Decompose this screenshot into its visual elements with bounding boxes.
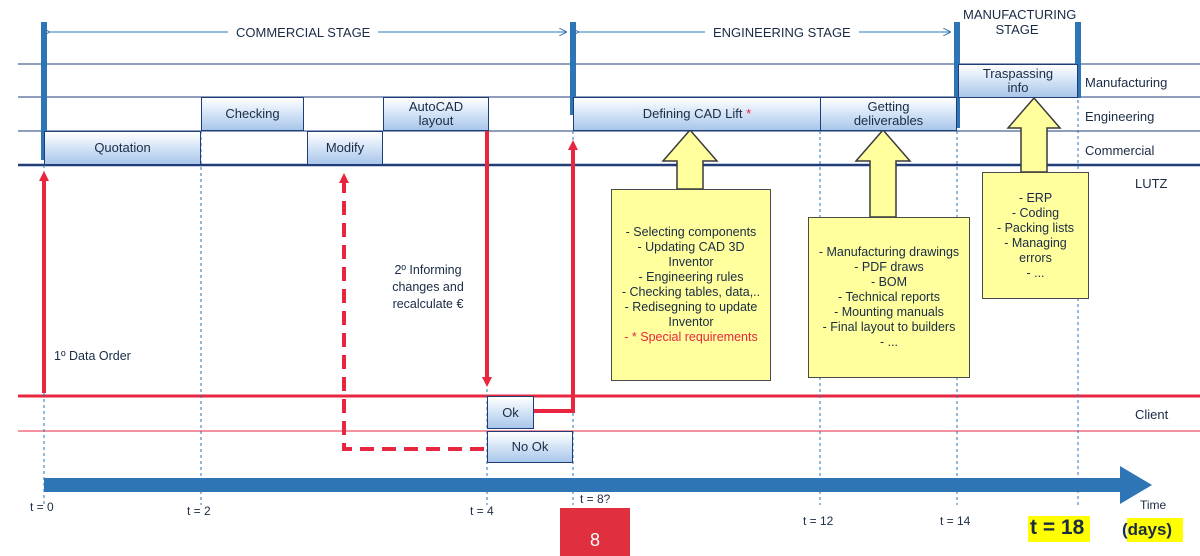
note-engineering-item: - Checking tables, data,.. [621, 285, 761, 299]
task-defining-cad-lift-label: Defining CAD Lift [642, 106, 743, 121]
tick-label-t14: t = 14 [940, 514, 971, 528]
tick-label-t8: t = 8? [580, 492, 611, 506]
data-order-label: 1º Data Order [54, 349, 131, 363]
tick-label-t12: t = 12 [803, 514, 834, 528]
ok-arrow [533, 140, 578, 413]
note-deliverables-item: - BOM [870, 275, 908, 289]
commercial-stage-title: COMMERCIAL STAGE [228, 25, 379, 40]
tick-label-t2: t = 2 [187, 504, 211, 518]
note-manufacturing-item: - Coding [1011, 205, 1060, 220]
time-unit-label: (days) [1122, 520, 1173, 539]
note-engineering-item: - * Special requirements [624, 330, 758, 344]
note-manufacturing-item: - Packing lists [996, 220, 1075, 235]
tick-label-t0: t = 0 [30, 500, 54, 514]
note-engineering: - Selecting components - Updating CAD 3D… [611, 189, 771, 381]
deliverables-note-connector [854, 128, 912, 218]
end-label: t = 18 [1030, 516, 1085, 539]
note-deliverables-item: - PDF draws [854, 260, 924, 274]
note-manufacturing-item: - ... [1026, 265, 1045, 280]
task-defining-cad-lift-mark: * [746, 106, 752, 121]
flow-arrows [39, 131, 578, 451]
marker-box [560, 508, 630, 556]
note-deliverables-item: - Manufacturing drawings [818, 245, 960, 259]
lane-label-commercial: Commercial [1085, 143, 1155, 158]
lane-label-client: Client [1135, 407, 1169, 422]
lane-label-lutz: LUTZ [1135, 176, 1168, 191]
task-ok: Ok [487, 396, 534, 429]
engineering-stage-title: ENGINEERING STAGE [705, 25, 859, 40]
task-defining-cad-lift: Defining CAD Lift * [573, 97, 821, 131]
lane-label-manufacturing: Manufacturing [1085, 75, 1168, 90]
manufacturing-note-connector [1006, 96, 1062, 173]
lane-label-engineering: Engineering [1085, 109, 1155, 124]
note-engineering-item: - Selecting components [625, 225, 757, 239]
task-no-ok: No Ok [487, 431, 573, 463]
note-deliverables: - Manufacturing drawings - PDF draws - B… [808, 217, 970, 378]
note-manufacturing: - ERP - Coding - Packing lists - Managin… [982, 172, 1089, 299]
note-deliverables-item: - Mounting manuals [834, 305, 944, 319]
task-checking: Checking [201, 97, 304, 131]
note-manufacturing-item: - ERP [1018, 190, 1053, 205]
task-modify: Modify [307, 131, 383, 165]
task-traspassing-info: Traspassing info [958, 64, 1078, 98]
note-connectors [661, 96, 1062, 218]
engineering-note-connector [661, 128, 719, 190]
end-label-highlight [1028, 516, 1090, 542]
marker-label: 8 [589, 530, 600, 550]
manufacturing-stage-title: MANUFACTURING STAGE [963, 7, 1077, 37]
informing-label: 2º Informing changes and recalculate € [392, 263, 464, 311]
task-quotation: Quotation [44, 131, 201, 165]
note-deliverables-item: - Final layout to builders [822, 320, 956, 334]
note-deliverables-item: - Technical reports [838, 290, 940, 304]
note-deliverables-item: - ... [879, 335, 899, 349]
time-axis-label: Time [1140, 498, 1167, 512]
note-engineering-item: - Redisegning to update Inventor [624, 300, 758, 329]
no-ok-arrow [339, 173, 484, 451]
unit-highlight [1127, 518, 1183, 542]
note-engineering-item: - Updating CAD 3D Inventor [637, 240, 745, 269]
tick-label-t4: t = 4 [470, 504, 494, 518]
note-manufacturing-item: - Managing errors [1004, 235, 1067, 265]
task-getting-deliverables: Getting deliverables [820, 97, 957, 131]
time-axis-arrow [44, 466, 1152, 504]
task-autocad-layout: AutoCAD layout [383, 97, 489, 131]
note-engineering-item: - Engineering rules [638, 270, 744, 284]
